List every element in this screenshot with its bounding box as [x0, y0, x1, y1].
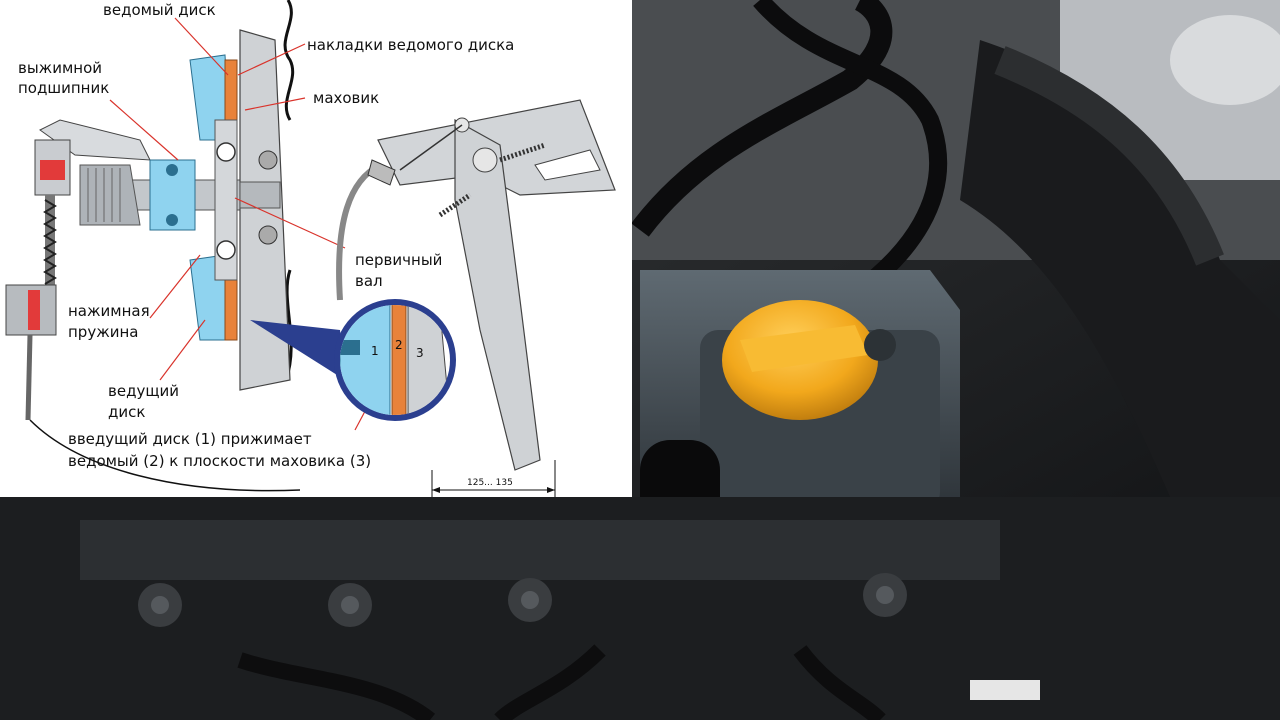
clutch-drawing [5, 0, 616, 497]
label-drive-disc-line2: диск [108, 403, 146, 421]
label-release-bearing-line2: подшипник [18, 79, 110, 97]
caption-line2: ведомый (2) к плоскости маховика (3) [68, 452, 372, 470]
label-driven-disc-linings: накладки ведомого диска [307, 36, 515, 54]
label-release-bearing-line1: выжимной [18, 59, 102, 77]
callout-number-2: 2 [395, 338, 403, 352]
callout-number-3: 3 [416, 346, 424, 360]
clutch-diagram: ведомый диск выжимной подшипник накладки… [0, 0, 632, 497]
label-flywheel: маховик [313, 89, 380, 107]
pedal-travel-dimension: 125... 135 [467, 478, 513, 488]
callout-number-1: 1 [371, 344, 379, 358]
caption-line1: введущий диск (1) прижимает [68, 430, 312, 448]
label-drive-disc-line1: ведущий [108, 382, 179, 400]
label-input-shaft-line1: первичный [355, 251, 443, 269]
label-input-shaft-line2: вал [355, 272, 383, 290]
label-driven-disc: ведомый диск [103, 1, 216, 19]
label-pressure-spring-line1: нажимная [68, 302, 150, 320]
label-pressure-spring-line2: пружина [68, 323, 139, 341]
